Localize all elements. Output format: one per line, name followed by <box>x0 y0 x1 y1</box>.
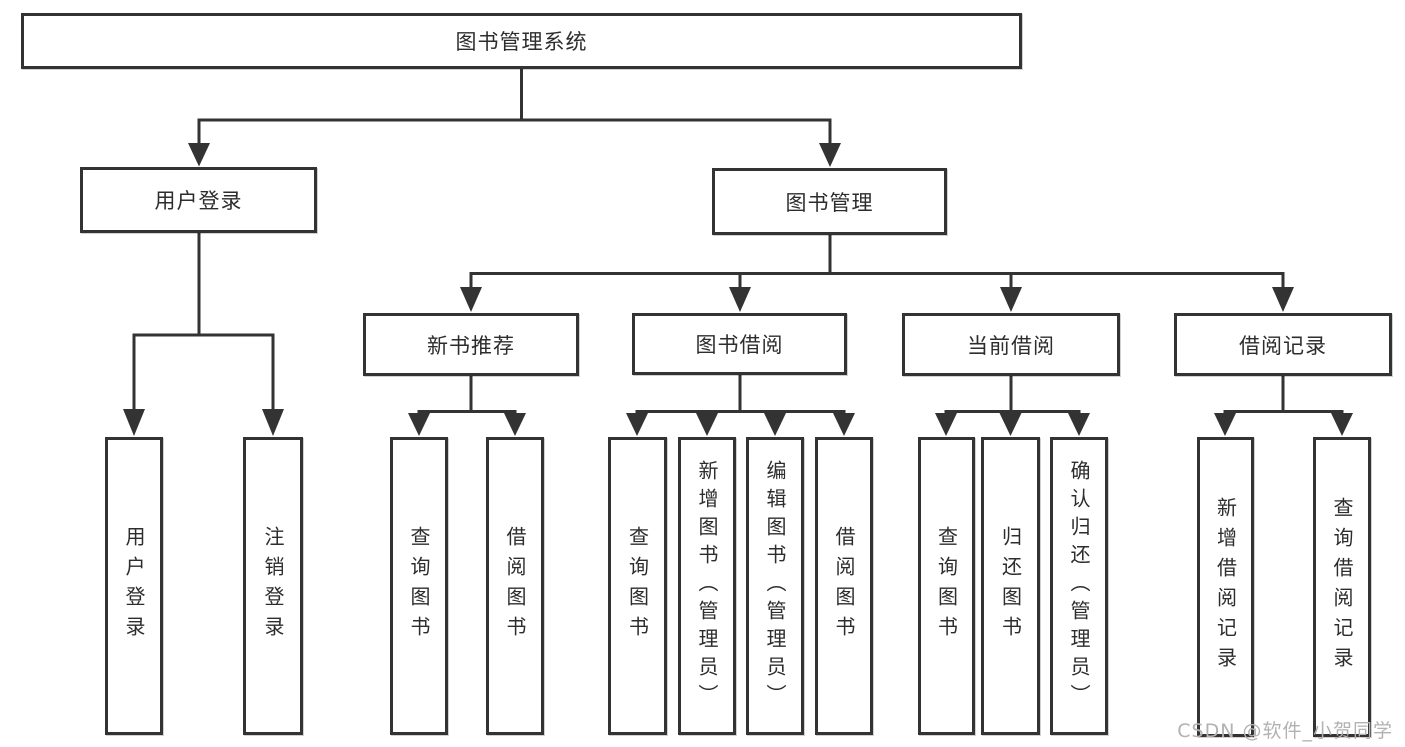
leaf-cb-confirm-return-admin-label: 确认归还（管理员） <box>1067 460 1091 712</box>
leaf-bb-edit-books-admin-label: 编辑图书（管理员） <box>763 460 787 712</box>
node-borrow-records-label: 借阅记录 <box>1239 333 1327 358</box>
leaf-bb-add-books-admin-label: 新增图书（管理员） <box>695 460 719 712</box>
leaf-bb-query-books-label: 查询图书 <box>625 526 650 646</box>
leaf-rec-query-books: 查询图书 <box>390 437 448 735</box>
leaf-cb-confirm-return-admin: 确认归还（管理员） <box>1050 437 1108 735</box>
leaf-rec-borrow-books-label: 借阅图书 <box>503 526 527 646</box>
leaf-cb-query-books-label: 查询图书 <box>934 526 959 646</box>
leaf-rec-query-books-label: 查询图书 <box>407 526 431 646</box>
node-root-label: 图书管理系统 <box>455 30 588 54</box>
node-book-borrow-label: 图书借阅 <box>695 333 784 357</box>
node-root: 图书管理系统 <box>21 13 1022 69</box>
leaf-bb-query-books: 查询图书 <box>608 437 667 735</box>
leaf-rec-borrow-books: 借阅图书 <box>486 437 544 735</box>
leaf-user-login: 用户登录 <box>105 437 163 735</box>
leaf-br-query-record: 查询借阅记录 <box>1313 437 1371 737</box>
leaf-logout-label: 注销登录 <box>261 526 285 646</box>
node-book-borrow: 图书借阅 <box>632 313 847 375</box>
node-current-borrow: 当前借阅 <box>902 313 1120 376</box>
node-book-mgmt-label: 图书管理 <box>785 190 874 215</box>
node-user-login: 用户登录 <box>80 167 317 233</box>
leaf-bb-borrow-books-label: 借阅图书 <box>832 526 856 646</box>
node-user-login-label: 用户登录 <box>154 189 243 213</box>
leaf-br-add-record-label: 新增借阅记录 <box>1213 497 1238 677</box>
node-borrow-records: 借阅记录 <box>1174 313 1392 376</box>
leaf-bb-add-books-admin: 新增图书（管理员） <box>678 437 736 735</box>
node-book-mgmt: 图书管理 <box>712 168 947 235</box>
node-new-book-rec-label: 新书推荐 <box>427 333 515 358</box>
leaf-cb-return-books: 归还图书 <box>981 437 1040 735</box>
leaf-bb-edit-books-admin: 编辑图书（管理员） <box>746 437 804 735</box>
leaf-cb-query-books: 查询图书 <box>918 437 975 735</box>
arrowheads <box>123 143 1353 436</box>
node-new-book-rec: 新书推荐 <box>363 313 579 376</box>
leaf-user-login-label: 用户登录 <box>122 526 146 646</box>
leaf-br-add-record: 新增借阅记录 <box>1197 437 1254 737</box>
leaf-bb-borrow-books: 借阅图书 <box>815 437 873 735</box>
node-current-borrow-label: 当前借阅 <box>967 333 1055 358</box>
leaf-br-query-record-label: 查询借阅记录 <box>1330 497 1354 677</box>
leaf-logout: 注销登录 <box>243 437 303 735</box>
leaf-cb-return-books-label: 归还图书 <box>998 526 1023 646</box>
